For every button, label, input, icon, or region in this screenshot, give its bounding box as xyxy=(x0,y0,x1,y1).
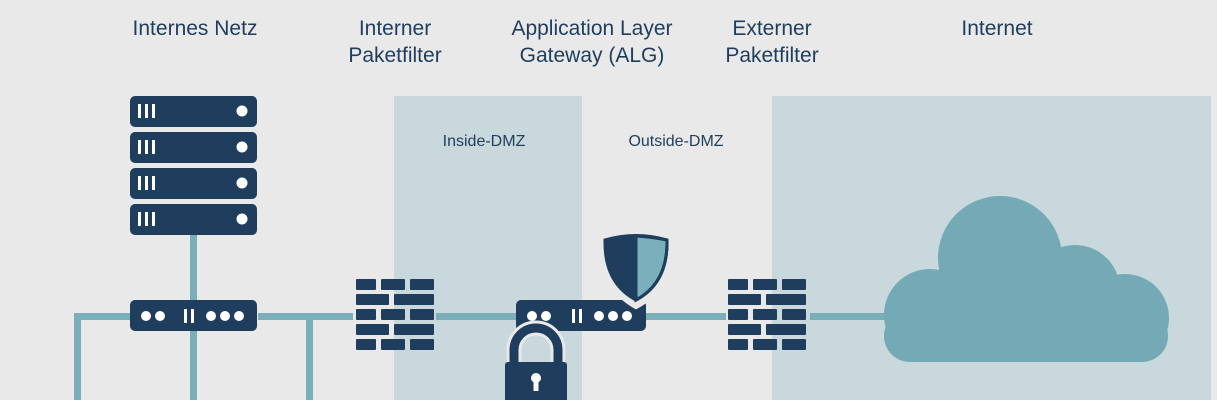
header-alg: Application Layer Gateway (ALG) xyxy=(511,17,673,67)
firewall-icon xyxy=(356,279,434,350)
switch-icon xyxy=(130,300,257,331)
connection-lines xyxy=(74,234,890,400)
cloud-icon xyxy=(884,196,1169,362)
lock-icon xyxy=(505,320,567,400)
firewall-icon xyxy=(728,279,806,350)
header-internet: Internet xyxy=(961,17,1033,40)
header-internal-network: Internes Netz xyxy=(132,17,258,40)
header-external-filter: Externer Paketfilter xyxy=(725,17,819,67)
zone-label-outside-dmz: Outside-DMZ xyxy=(628,133,724,150)
shield-icon xyxy=(597,229,675,310)
header-internal-filter: Interner Paketfilter xyxy=(348,17,442,67)
zone-label-inside-dmz: Inside-DMZ xyxy=(442,133,526,150)
server-stack-icon xyxy=(130,96,257,235)
